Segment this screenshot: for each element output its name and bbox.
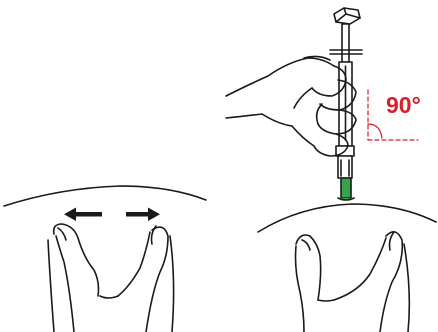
left-hand-thumb xyxy=(47,223,100,332)
left-arrow-icon xyxy=(64,207,102,221)
needle-cap xyxy=(337,177,355,201)
right-hand-finger xyxy=(333,231,411,332)
hand-holding-syringe xyxy=(225,55,357,157)
skin-surface-right xyxy=(257,203,437,233)
right-panel xyxy=(225,7,437,332)
right-hand-thumb xyxy=(294,234,335,332)
left-hand-finger xyxy=(99,225,175,332)
angle-indicator xyxy=(367,89,419,141)
angle-label: 90° xyxy=(386,92,421,118)
syringe-plunger xyxy=(329,7,363,63)
skin-surface-left xyxy=(3,185,207,207)
right-arrow-icon xyxy=(126,207,160,221)
left-panel xyxy=(3,185,207,332)
